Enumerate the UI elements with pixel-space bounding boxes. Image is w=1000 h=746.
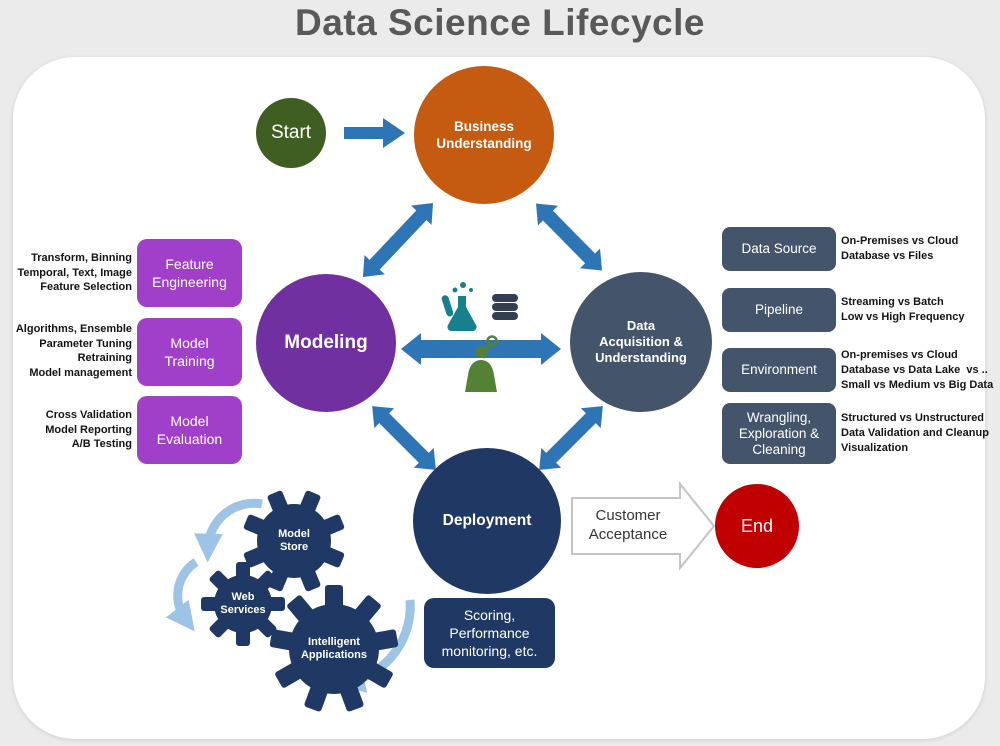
node-start-label: Start bbox=[270, 122, 312, 143]
node-deployment: Deployment bbox=[413, 448, 561, 594]
wrangling-label: Wrangling, Exploration & Cleaning bbox=[738, 409, 820, 457]
feature-engineering-label: Feature Engineering bbox=[152, 256, 227, 290]
model-evaluation-label: Model Evaluation bbox=[156, 413, 223, 447]
environment-box: Environment bbox=[722, 348, 836, 392]
data-source-notes: On-Premises vs Cloud Database vs Files bbox=[841, 235, 959, 262]
customer-acceptance-label: Customer Acceptance bbox=[588, 507, 668, 543]
model-evaluation-box: Model Evaluation bbox=[137, 396, 242, 464]
node-business-understanding: Business Understanding bbox=[414, 66, 554, 204]
feature-engineering-notes: Transform, Binning Temporal, Text, Image… bbox=[17, 252, 132, 293]
node-data-acquisition-label: Data Acquisition & Understanding bbox=[595, 318, 687, 365]
page-title: Data Science Lifecycle bbox=[295, 2, 705, 43]
model-store-gear-label: Model Store bbox=[278, 528, 310, 553]
model-training-label: Model Training bbox=[164, 335, 215, 369]
data-source-label: Data Source bbox=[741, 241, 817, 256]
model-training-notes: Algorithms, Ensemble Parameter Tuning Re… bbox=[15, 323, 132, 379]
pipeline-box: Pipeline bbox=[722, 288, 836, 332]
node-modeling-label: Modeling bbox=[284, 332, 368, 353]
node-deployment-label: Deployment bbox=[442, 512, 532, 529]
node-start: Start bbox=[256, 98, 326, 168]
pipeline-notes: Streaming vs Batch Low vs High Frequency bbox=[841, 296, 965, 323]
pipeline-label: Pipeline bbox=[754, 302, 804, 317]
model-evaluation-notes: Cross Validation Model Reporting A/B Tes… bbox=[45, 409, 132, 450]
node-modeling: Modeling bbox=[256, 274, 396, 412]
model-training-box: Model Training bbox=[137, 318, 242, 386]
node-business-understanding-label: Business Understanding bbox=[436, 119, 532, 151]
wrangling-notes: Structured vs Unstructured Data Validati… bbox=[841, 412, 989, 454]
feature-engineering-box: Feature Engineering bbox=[137, 239, 242, 307]
environment-notes: On-premises vs Cloud Database vs Data La… bbox=[841, 349, 994, 391]
scoring-monitoring-box: Scoring, Performance monitoring, etc. bbox=[424, 598, 555, 668]
wrangling-box: Wrangling, Exploration & Cleaning bbox=[722, 403, 836, 464]
node-end: End bbox=[715, 484, 799, 568]
node-data-acquisition: Data Acquisition & Understanding bbox=[570, 272, 712, 412]
data-source-box: Data Source bbox=[722, 227, 836, 271]
intelligent-applications-gear-label: Intelligent Applications bbox=[300, 636, 367, 661]
node-end-label: End bbox=[740, 515, 774, 536]
environment-label: Environment bbox=[741, 362, 817, 377]
web-services-gear-label: Web Services bbox=[220, 591, 266, 616]
scoring-monitoring-label: Scoring, Performance monitoring, etc. bbox=[441, 607, 538, 659]
